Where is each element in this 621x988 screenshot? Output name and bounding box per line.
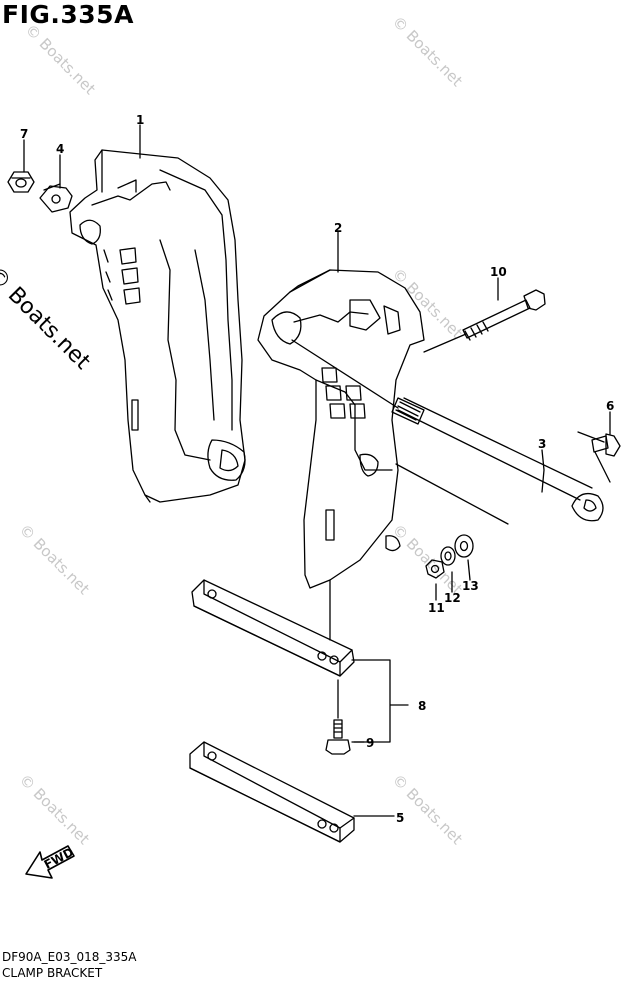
callout-12: 12 — [444, 591, 461, 605]
part-11-nut[interactable] — [425, 559, 445, 579]
part-2-right-clamp-bracket[interactable] — [257, 269, 425, 641]
fwd-label: FWD — [42, 845, 76, 872]
part-5-lower-plate[interactable] — [189, 741, 355, 843]
figure-code: DF90A_E03_018_335A — [2, 950, 137, 964]
part-8-upper-plate[interactable] — [191, 579, 355, 677]
part-10-bolt[interactable] — [423, 289, 546, 353]
callout-6: 6 — [606, 399, 614, 413]
callout-1: 1 — [136, 113, 144, 127]
callout-4: 4 — [56, 142, 64, 156]
part-7-nut[interactable] — [7, 171, 35, 193]
part-3-tilt-tube[interactable] — [291, 339, 604, 525]
callout-10: 10 — [490, 265, 507, 279]
part-4-plate[interactable] — [39, 183, 73, 213]
figure-name: CLAMP BRACKET — [2, 966, 103, 980]
callout-11: 11 — [428, 601, 445, 615]
part-9-bolt[interactable] — [325, 679, 351, 755]
callout-7: 7 — [20, 127, 28, 141]
callout-numbers: 1 2 3 4 5 6 7 8 9 10 11 12 13 — [20, 113, 614, 825]
leader-lines — [23, 124, 611, 817]
part-6-small-bolt[interactable] — [577, 431, 621, 483]
part-1-left-clamp-bracket[interactable] — [69, 149, 246, 503]
fwd-arrow-icon: FWD — [25, 845, 76, 879]
callout-13: 13 — [462, 579, 479, 593]
callout-3: 3 — [538, 437, 546, 451]
part-13-washer[interactable] — [454, 534, 474, 558]
callout-8: 8 — [418, 699, 426, 713]
part-12-washer[interactable] — [440, 546, 456, 566]
callout-5: 5 — [396, 811, 404, 825]
figure-title: FIG.335A — [2, 0, 134, 29]
callout-2: 2 — [334, 221, 342, 235]
callout-9: 9 — [366, 736, 374, 750]
